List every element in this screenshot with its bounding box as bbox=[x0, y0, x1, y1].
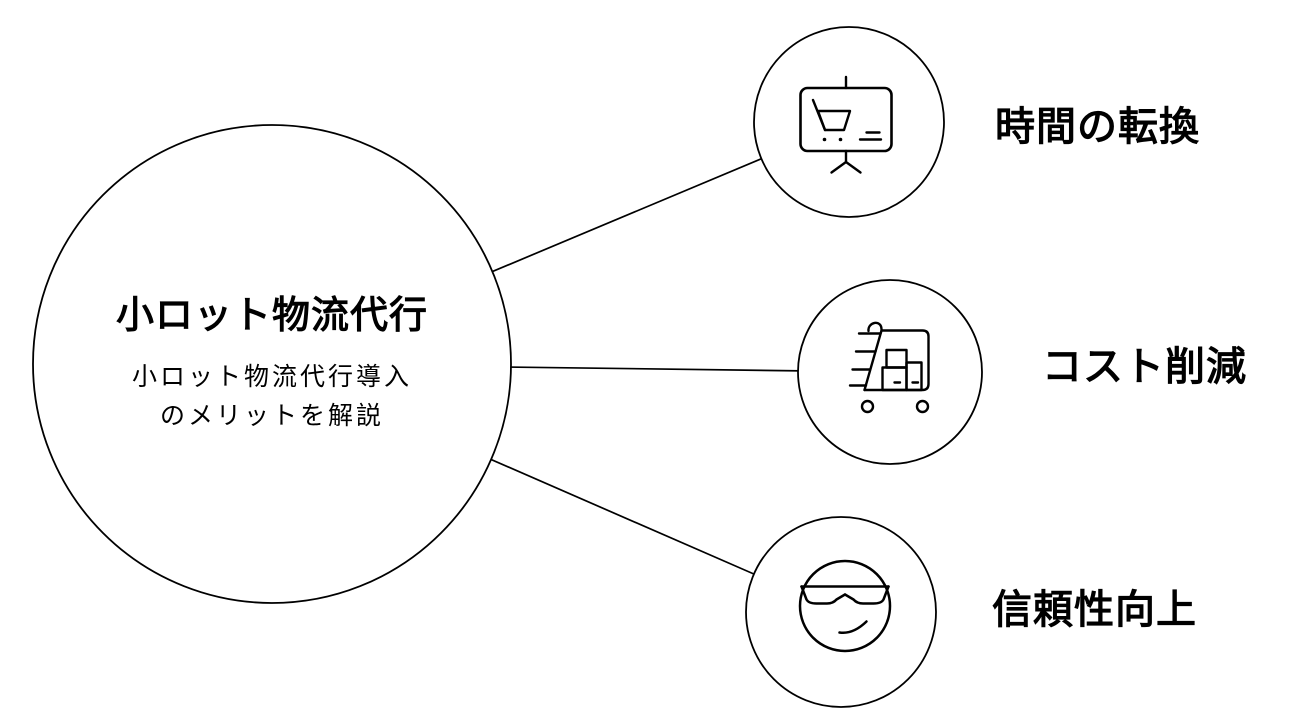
node-circle-trust bbox=[745, 516, 937, 708]
truck-body bbox=[863, 329, 930, 392]
node-label-time: 時間の転換 bbox=[995, 105, 1200, 149]
truck-wheel-right bbox=[915, 399, 930, 414]
cart-wheel-left bbox=[822, 137, 827, 142]
central-node-title: 小ロット物流代行 bbox=[115, 295, 428, 337]
node-label-cost: コスト削減 bbox=[1042, 345, 1247, 389]
cart-wheel-right bbox=[838, 137, 843, 142]
node-label-trust: 信頼性向上 bbox=[992, 588, 1197, 632]
truck-rungs bbox=[848, 332, 882, 387]
easel-legs bbox=[830, 149, 862, 174]
box-wide bbox=[881, 366, 908, 392]
cool-face-icon bbox=[798, 559, 892, 653]
hand-truck-icon bbox=[848, 321, 930, 414]
face-outline bbox=[798, 559, 892, 653]
truck-hook bbox=[867, 321, 883, 333]
presentation-cart-icon bbox=[799, 75, 893, 174]
central-node-subtitle: 小ロット物流代行導入 のメリットを解説 bbox=[131, 363, 412, 430]
node-circle-cost bbox=[797, 279, 983, 465]
sunglasses-left-lens bbox=[800, 585, 847, 605]
truck-wheel-left bbox=[860, 399, 875, 414]
truck-rail bbox=[863, 329, 883, 392]
sunglasses-right-lens bbox=[843, 585, 890, 605]
node-circle-time bbox=[753, 26, 945, 218]
central-node-circle bbox=[32, 124, 512, 604]
board-text-lines bbox=[858, 131, 883, 141]
smile bbox=[838, 620, 868, 635]
cart-basket bbox=[816, 109, 852, 132]
